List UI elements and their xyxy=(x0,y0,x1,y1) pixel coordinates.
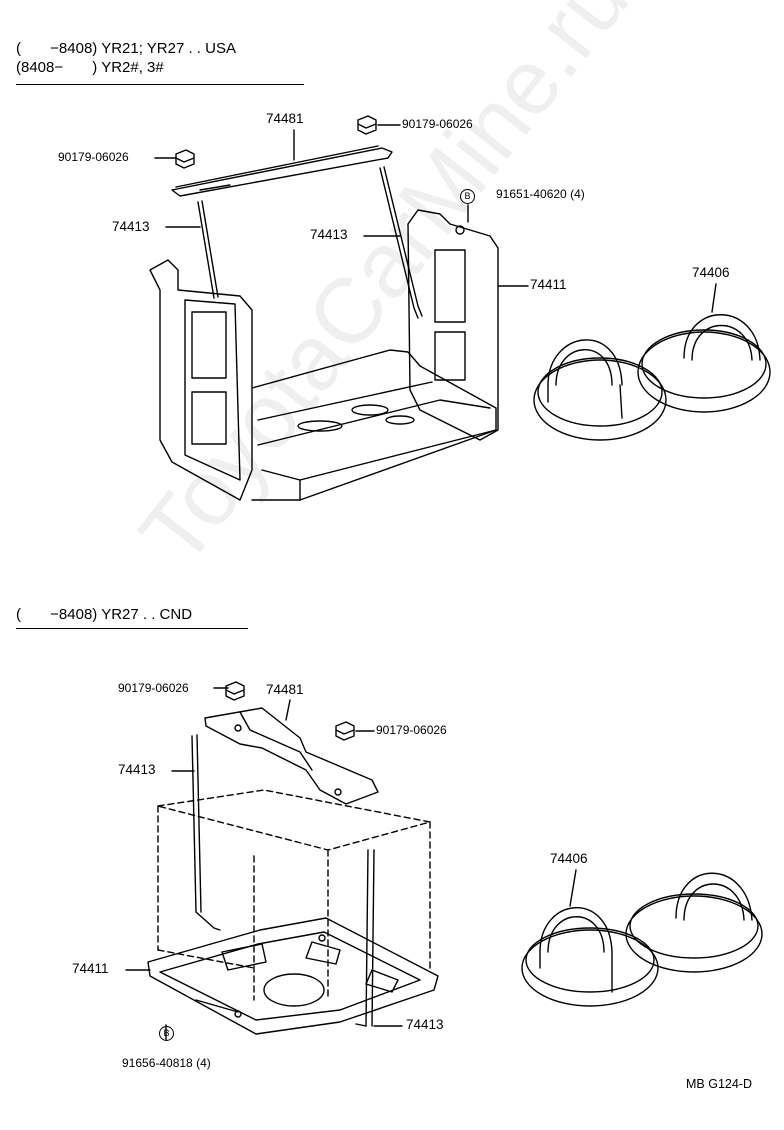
section1-header-line2: (8408− ) YR2#, 3# xyxy=(16,59,164,76)
section1-header-line1: ( −8408) YR21; YR27 . . USA xyxy=(16,40,236,57)
nut-lower-right xyxy=(335,721,355,741)
bolt-marker-lower: B xyxy=(159,1026,174,1041)
label-rod-right-lower: 74413 xyxy=(406,1017,444,1032)
nut-lower-left xyxy=(225,681,245,701)
section2-rule xyxy=(16,628,248,629)
label-clamp-upper: 74481 xyxy=(266,111,304,126)
label-carrier-lower: 74411 xyxy=(72,961,109,976)
label-nut-right-lower: 90179-06026 xyxy=(376,723,447,737)
label-bolt-upper: 91651-40620 (4) xyxy=(496,187,585,201)
label-clamp-lower: 74481 xyxy=(266,682,304,697)
label-rod-left-upper: 74413 xyxy=(112,219,150,234)
battery-cover-upper xyxy=(533,314,771,441)
label-nut-left-upper: 90179-06026 xyxy=(58,150,129,164)
leader-clamp-lower xyxy=(285,699,291,721)
battery-carrier-upper xyxy=(149,209,499,501)
bolt-marker-upper: B xyxy=(460,189,475,204)
label-bolt-lower: 91656-40818 (4) xyxy=(122,1056,211,1070)
label-nut-right-upper: 90179-06026 xyxy=(402,117,473,131)
label-nut-left-lower: 90179-06026 xyxy=(118,681,189,695)
nut-upper-left xyxy=(175,149,195,169)
rod-right-upper xyxy=(379,166,423,319)
clamp-bar-lower xyxy=(204,707,379,805)
footer-code: MB G124-D xyxy=(686,1077,752,1091)
battery-cover-lower xyxy=(521,872,763,1007)
clamp-bar-upper xyxy=(171,145,393,197)
battery-outline-lower xyxy=(157,789,431,1001)
section2-header: ( −8408) YR27 . . CND xyxy=(16,606,193,623)
label-rod-left-lower: 74413 xyxy=(118,762,156,777)
rod-right-lower xyxy=(355,849,375,1027)
label-cover-lower: 74406 xyxy=(550,851,588,866)
label-cover-upper: 74406 xyxy=(692,265,730,280)
rod-left-upper xyxy=(197,200,219,299)
label-carrier-upper: 74411 xyxy=(530,277,567,292)
nut-upper-right xyxy=(357,115,377,135)
battery-tray-lower xyxy=(147,917,439,1035)
leader-cover-upper xyxy=(711,283,717,313)
rod-left-lower xyxy=(191,734,221,931)
label-rod-right-upper: 74413 xyxy=(310,227,348,242)
leader-cover-lower xyxy=(569,869,577,907)
section1-rule xyxy=(16,84,304,85)
